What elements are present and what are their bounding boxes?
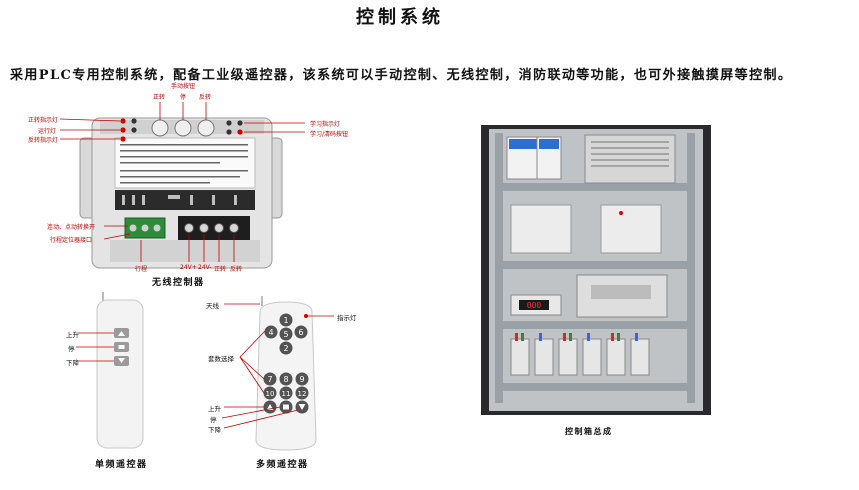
label-top-stop: 停	[180, 94, 187, 101]
label-learn-button: 学习/清码按钮	[310, 131, 349, 138]
label-limit-port: 行程定位器接口	[50, 237, 93, 244]
multi-remote-figure: 1 4 5 6 2 7 8 9 10 11 12 天线 指示灯 套数选择 上升 …	[200, 290, 370, 470]
cabinet-caption: 控制箱总成	[565, 426, 613, 436]
multi-key-2: 2	[283, 344, 288, 353]
label-bottom-24v-plus: 24V+	[180, 264, 197, 271]
page-title: 控制系统	[356, 7, 444, 28]
single-remote-caption: 单频遥控器	[95, 460, 148, 470]
multi-remote-illustration: 1 4 5 6 2 7 8 9 10 11 12	[221, 296, 334, 451]
wireless-controller-figure: 手动按钮 正转 停 反转 正转指示灯 运行灯 反转指示灯 连动、点动转换开 行程…	[0, 78, 420, 288]
multi-key-7: 7	[267, 375, 272, 384]
label-learn-light: 学习指示灯	[310, 121, 341, 128]
multi-label-antenna: 天线	[206, 302, 219, 310]
label-mode-switch: 连动、点动转换开	[47, 224, 96, 231]
multi-key-8: 8	[283, 375, 288, 384]
multi-key-9: 9	[299, 375, 304, 384]
multi-key-4: 4	[268, 328, 273, 337]
multi-label-up: 上升	[208, 405, 221, 413]
controller-caption: 无线控制器	[152, 278, 205, 288]
cabinet-figure: 000	[481, 125, 711, 415]
label-top-fwd: 正转	[153, 94, 166, 101]
label-bottom-fwd: 正转	[214, 266, 227, 273]
multi-remote-caption: 多频遥控器	[256, 460, 309, 470]
multi-key-6: 6	[298, 328, 303, 337]
label-top-rev: 反转	[199, 94, 212, 101]
single-label-up: 上升	[66, 331, 79, 339]
controller-illustration	[59, 102, 305, 269]
multi-key-10: 10	[266, 390, 275, 398]
label-manual-button: 手动按钮	[171, 83, 196, 90]
label-fwd-light: 正转指示灯	[28, 117, 59, 124]
cabinet-illustration: 000	[481, 125, 711, 415]
cabinet-display: 000	[527, 301, 542, 310]
multi-label-stop: 停	[210, 416, 217, 424]
single-label-down: 下降	[66, 359, 79, 367]
multi-key-11: 11	[282, 390, 291, 398]
multi-label-indicator: 指示灯	[337, 314, 357, 322]
label-bottom-limit: 行程	[135, 266, 148, 273]
single-label-stop: 停	[68, 345, 75, 353]
single-remote-figure: 上升 停 下降 单频遥控器	[50, 290, 190, 470]
multi-key-12: 12	[298, 390, 307, 398]
multi-label-down: 下降	[208, 426, 221, 434]
label-rev-light: 反转指示灯	[28, 137, 59, 144]
label-bottom-rev: 反转	[230, 266, 243, 273]
multi-key-5: 5	[283, 330, 288, 339]
single-remote-illustration	[76, 292, 144, 449]
multi-key-1: 1	[283, 316, 288, 325]
intro-text: 采用PLC专用控制系统，配备工业级遥控器，该系统可以手动控制、无线控制，消防联动…	[10, 68, 793, 83]
label-bottom-24v-minus: 24V-	[198, 264, 212, 271]
label-run-light: 运行灯	[38, 128, 57, 135]
multi-label-channel: 套数选择	[208, 355, 234, 363]
